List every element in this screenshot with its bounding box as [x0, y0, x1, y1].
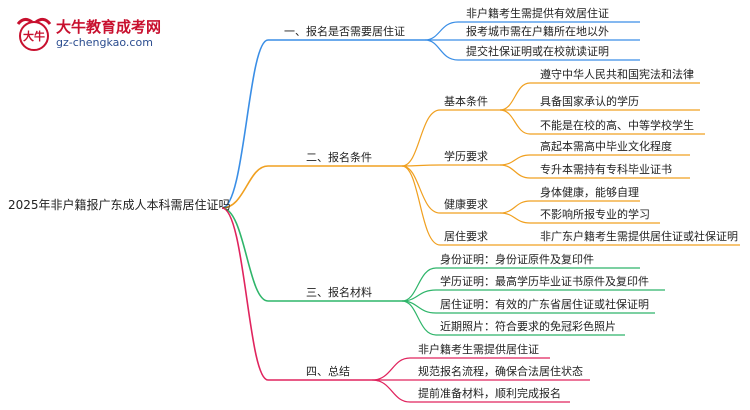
leaf-label: 高起本需高中毕业文化程度: [540, 140, 672, 153]
leaf-label: 居住证明：有效的广东省居住证或社保证明: [440, 298, 649, 311]
leaf-label: 提前准备材料，顺利完成报名: [418, 387, 561, 400]
logo-mark-text: 大牛: [23, 29, 45, 43]
leaf-label: 不能是在校的高、中等学校学生: [540, 119, 694, 132]
leaf-label: 具备国家承认的学历: [540, 95, 639, 108]
sub-branch-label: 健康要求: [444, 198, 488, 211]
leaf-label: 提交社保证明或在校就读证明: [466, 45, 609, 58]
sub-branch-label: 学历要求: [444, 150, 488, 163]
sub-branch-label: 基本条件: [444, 95, 488, 108]
leaf-label: 身体健康，能够自理: [540, 186, 639, 199]
leaf-label: 非户籍考生需提供有效居住证: [466, 7, 609, 20]
leaf-label: 学历证明：最高学历毕业证书原件及复印件: [440, 275, 649, 288]
leaf-label: 规范报名流程，确保合法居住状态: [418, 365, 583, 378]
leaf-label: 身份证明：身份证原件及复印件: [440, 253, 594, 266]
root-topic: 2025年非户籍报广东成人本科需居住证吗: [8, 198, 231, 212]
leaf-label: 近期照片：符合要求的免冠彩色照片: [440, 320, 616, 333]
leaf-label: 专升本需持有专科毕业证书: [540, 163, 672, 176]
sub-branch-label: 居住要求: [444, 230, 488, 243]
bull-logo-icon: 大牛: [16, 17, 52, 51]
branch-label: 三、报名材料: [306, 286, 372, 299]
leaf-label: 报考城市需在户籍所在地以外: [466, 25, 609, 38]
leaf-label: 非广东户籍考生需提供居住证或社保证明: [540, 230, 738, 243]
branch-label: 二、报名条件: [306, 151, 372, 164]
logo-title: 大牛教育成考网: [56, 18, 162, 36]
logo-url: gz-chengkao.com: [56, 36, 153, 49]
leaf-label: 非户籍考生需提供居住证: [418, 343, 539, 356]
leaf-label: 不影响所报专业的学习: [540, 208, 650, 221]
branch-label: 一、报名是否需要居住证: [284, 25, 405, 38]
leaf-label: 遵守中华人民共和国宪法和法律: [540, 68, 694, 81]
site-logo[interactable]: 大牛 大牛教育成考网 gz-chengkao.com: [14, 14, 194, 54]
branch-label: 四、总结: [306, 365, 350, 378]
